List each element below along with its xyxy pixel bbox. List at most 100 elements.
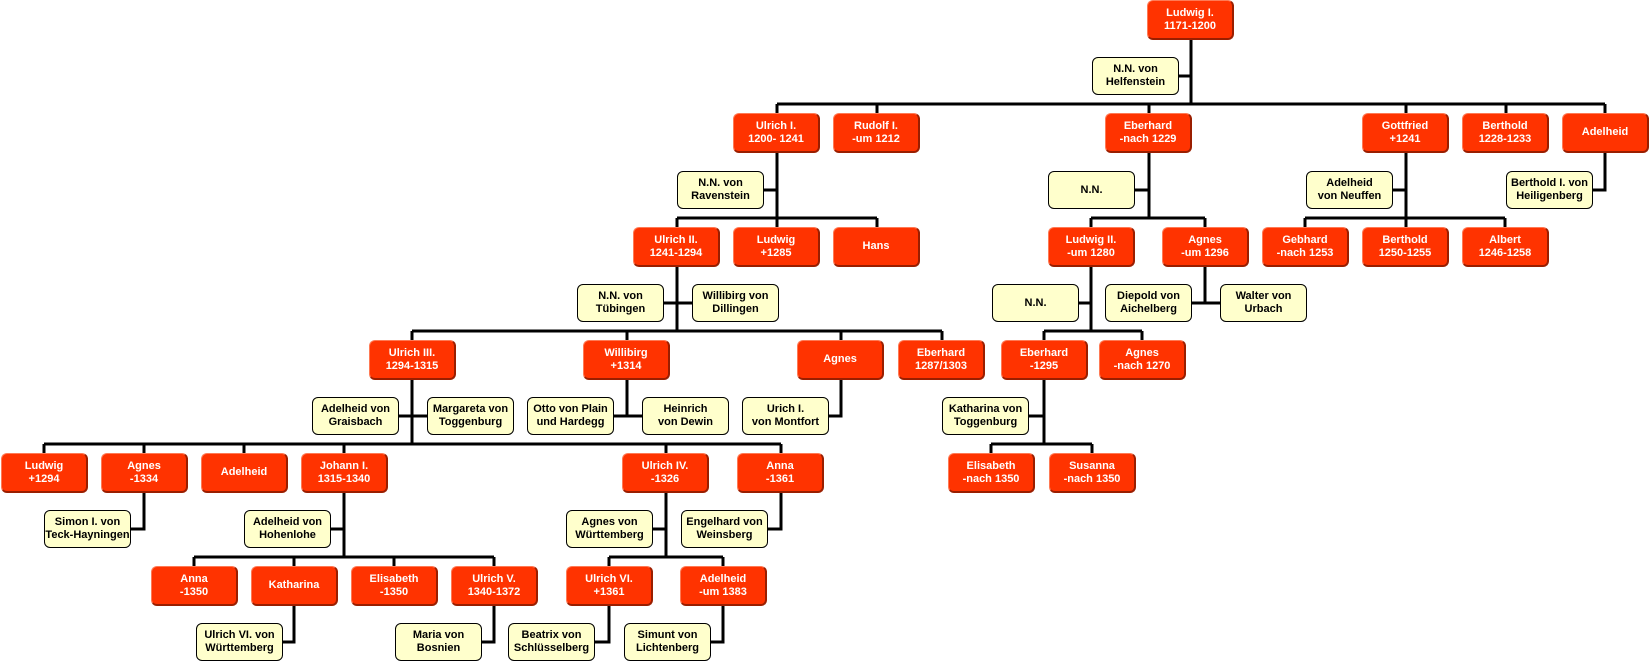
spouse-name: Engelhard von bbox=[686, 516, 763, 528]
spouse-name: Ulrich VI. von bbox=[204, 629, 275, 641]
spouse-name: Agnes von bbox=[581, 516, 638, 528]
person-name: Katharina bbox=[268, 579, 320, 591]
person-box-willibirg[interactable]: Willibirg+1314 bbox=[583, 340, 670, 380]
person-box-johann-i[interactable]: Johann I.1315-1340 bbox=[301, 453, 388, 493]
spouse-name: Beatrix von bbox=[521, 629, 582, 641]
person-box-eberhard-1229[interactable]: Eberhard-nach 1229 bbox=[1105, 113, 1192, 153]
person-dates: 1246-1258 bbox=[1478, 246, 1532, 259]
person-box-elisabeth-1350[interactable]: Elisabeth-1350 bbox=[351, 566, 438, 606]
person-box-agnes-1334[interactable]: Agnes-1334 bbox=[101, 453, 188, 493]
spouse-dates: Helfenstein bbox=[1105, 76, 1166, 88]
person-box-ulrich-iv[interactable]: Ulrich IV.-1326 bbox=[622, 453, 709, 493]
person-box-ludwig-ii[interactable]: Ludwig II.-um 1280 bbox=[1048, 227, 1135, 267]
person-box-ludwig-1285[interactable]: Ludwig+1285 bbox=[733, 227, 820, 267]
person-box-elisabeth-1350n[interactable]: Elisabeth-nach 1350 bbox=[948, 453, 1035, 493]
spouse-box-nn-ludwig-ii[interactable]: N.N. bbox=[992, 284, 1079, 322]
person-box-ulrich-v[interactable]: Ulrich V.1340-1372 bbox=[451, 566, 538, 606]
person-dates: +1361 bbox=[593, 585, 625, 598]
person-box-anna-1350[interactable]: Anna-1350 bbox=[151, 566, 238, 606]
person-box-ulrich-ii[interactable]: Ulrich II.1241-1294 bbox=[633, 227, 720, 267]
spouse-dates: Schlüsselberg bbox=[513, 642, 590, 654]
person-name: Elisabeth bbox=[966, 459, 1016, 472]
person-box-adelheid-a[interactable]: Adelheid bbox=[1562, 113, 1649, 153]
person-name: Ulrich IV. bbox=[641, 459, 689, 472]
person-name: Rudolf I. bbox=[854, 119, 898, 132]
person-name: Susanna bbox=[1069, 459, 1115, 472]
spouse-dates: Bosnien bbox=[416, 642, 461, 654]
person-dates: -nach 1229 bbox=[1119, 132, 1177, 145]
person-box-ulrich-i[interactable]: Ulrich I.1200- 1241 bbox=[733, 113, 820, 153]
spouse-name: Katharina von bbox=[948, 403, 1023, 415]
person-name: Eberhard bbox=[1019, 346, 1069, 359]
person-name: Johann I. bbox=[319, 459, 369, 472]
person-name: Berthold bbox=[1482, 119, 1528, 132]
person-box-eberhard-1295[interactable]: Eberhard-1295 bbox=[1001, 340, 1088, 380]
person-name: Ulrich V. bbox=[472, 572, 516, 585]
person-dates: -um 1212 bbox=[852, 132, 900, 145]
person-box-agnes-1296[interactable]: Agnes-um 1296 bbox=[1162, 227, 1249, 267]
spouse-name: N.N. von bbox=[1113, 63, 1158, 75]
person-box-hans[interactable]: Hans bbox=[833, 227, 920, 267]
person-dates: +1285 bbox=[760, 246, 792, 259]
person-box-katharina[interactable]: Katharina bbox=[251, 566, 338, 606]
person-box-ulrich-vi[interactable]: Ulrich VI.+1361 bbox=[566, 566, 653, 606]
spouse-name: Heinrich bbox=[663, 403, 708, 415]
person-box-susanna[interactable]: Susanna-nach 1350 bbox=[1049, 453, 1136, 493]
person-name: Ulrich VI. bbox=[585, 572, 633, 585]
spouse-name: Otto von Plain bbox=[533, 403, 608, 415]
person-box-adelheid-1383[interactable]: Adelheid-um 1383 bbox=[680, 566, 767, 606]
person-box-rudolf-i[interactable]: Rudolf I.-um 1212 bbox=[833, 113, 920, 153]
person-name: Adelheid bbox=[1581, 126, 1629, 138]
person-box-ludwig-i[interactable]: Ludwig I.1171-1200 bbox=[1147, 0, 1234, 40]
person-name: Agnes bbox=[127, 459, 161, 472]
spouse-box-montfort[interactable]: Urich I.von Montfort bbox=[742, 397, 829, 435]
person-box-gebhard[interactable]: Gebhard-nach 1253 bbox=[1262, 227, 1349, 267]
spouse-dates: Teck-Hayningen bbox=[45, 529, 130, 541]
person-box-gottfried[interactable]: Gottfried+1241 bbox=[1362, 113, 1449, 153]
person-dates: -nach 1350 bbox=[1063, 472, 1121, 485]
spouse-dates: Aichelberg bbox=[1120, 303, 1177, 315]
person-name: Albert bbox=[1489, 233, 1521, 246]
spouse-name: N.N. bbox=[1024, 296, 1047, 309]
person-name: Ulrich III. bbox=[388, 346, 436, 359]
person-box-anna-1361[interactable]: Anna-1361 bbox=[737, 453, 824, 493]
spouse-box-nn-eberhard[interactable]: N.N. bbox=[1048, 171, 1135, 209]
person-box-ulrich-iii[interactable]: Ulrich III.1294-1315 bbox=[369, 340, 456, 380]
spouse-name: Simunt von bbox=[637, 629, 698, 641]
spouse-dates: Württemberg bbox=[575, 529, 644, 541]
person-box-agnes-1270[interactable]: Agnes-nach 1270 bbox=[1099, 340, 1186, 380]
spouse-dates: Dillingen bbox=[712, 303, 759, 315]
person-name: Agnes bbox=[1188, 233, 1222, 246]
person-box-agnes-b[interactable]: Agnes bbox=[797, 340, 884, 380]
person-box-adelheid-b[interactable]: Adelheid bbox=[201, 453, 288, 493]
person-box-ludwig-1294[interactable]: Ludwig+1294 bbox=[1, 453, 88, 493]
person-dates: -1361 bbox=[765, 472, 795, 485]
person-dates: 1340-1372 bbox=[467, 585, 521, 598]
